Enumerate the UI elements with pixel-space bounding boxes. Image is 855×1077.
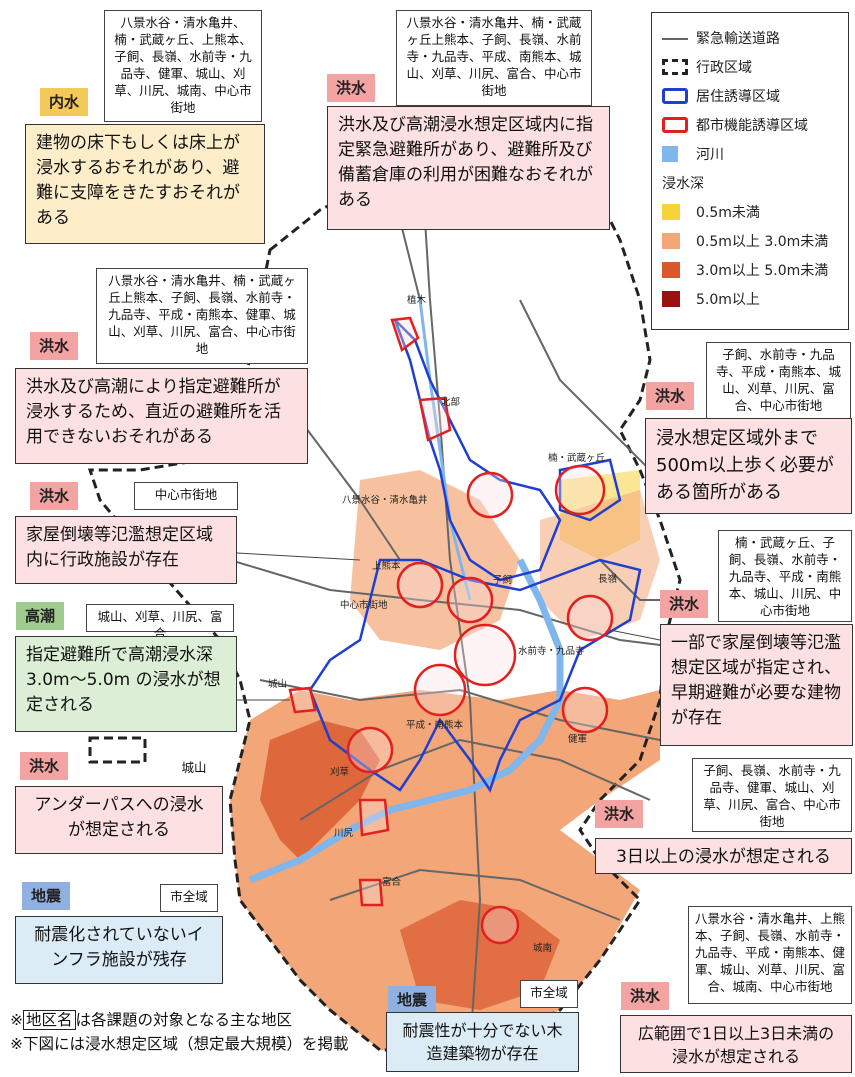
issue-tag-c12: 洪水	[621, 982, 670, 1010]
issue-tag-c11: 地震	[388, 986, 437, 1014]
affected-areas-c11: 市全域	[520, 980, 578, 1008]
issue-box-c9: 3日以上の浸水が想定される	[595, 838, 852, 874]
residential-area-icon	[662, 87, 688, 104]
legend-row-depth-4: 5.0m以上	[662, 284, 838, 313]
river-icon	[662, 145, 678, 162]
issue-tag-c4: 洪水	[646, 382, 695, 410]
emergency-roads	[229, 139, 701, 1051]
footnote-boxed-term: 地区名	[23, 1010, 76, 1030]
map-label-kitabu: 北部	[441, 397, 461, 408]
legend-depth-label: 0.5m未満	[696, 204, 760, 221]
issue-tag-c2: 洪水	[327, 74, 376, 102]
river-2	[418, 299, 472, 601]
footnote-text-1: は各課題の対象となる主な地区	[75, 1011, 293, 1029]
issue-box-c7: 指定避難所で高潮浸水深 3.0m～5.0m の浸水が想定される	[15, 636, 237, 732]
affected-areas-c10: 市全域	[160, 884, 218, 912]
legend-road-label: 緊急輸送道路	[696, 30, 780, 47]
issue-tag-c8: 洪水	[20, 752, 69, 780]
issue-box-c4: 浸水想定区域外まで500m以上歩く必要がある箇所がある	[645, 418, 852, 514]
issue-box-c8: アンダーパスへの浸水が想定される	[15, 786, 223, 854]
depth-swatch-icon	[662, 261, 680, 278]
legend-urban-label: 都市機能誘導区域	[696, 117, 808, 134]
depth-swatch-icon	[662, 232, 680, 249]
map-label-joyama: 城山	[268, 679, 288, 690]
footnote-line-1: ※地区名は各課題の対象となる主な地区	[10, 1008, 380, 1032]
legend-row-depth-2: 0.5m以上 3.0m未満	[662, 226, 838, 255]
footnote-line-2: ※下図には浸水想定区域（想定最大規模）を掲載	[10, 1035, 349, 1053]
map-label-jonan: 城南	[533, 943, 553, 954]
legend-river-label: 河川	[696, 146, 724, 163]
map-label-heisei: 平成・南熊本	[406, 720, 464, 731]
affected-areas-c7: 城山、刈草、川尻、富合	[86, 604, 234, 641]
issue-box-c2: 洪水及び高潮浸水想定区域内に指定緊急避難所があり、避難所及び備蓄倉庫の利用が困難…	[327, 106, 610, 230]
affected-areas-c3: 八景水谷・清水亀井、楠・武蔵ヶ丘上熊本、子飼、長嶺、水前寺・九品寺、平成・南熊本…	[96, 268, 308, 364]
issue-tag-c6: 洪水	[660, 590, 709, 618]
river	[248, 558, 564, 884]
map-label-karikusa: 刈草	[330, 767, 350, 778]
legend-row-depth-1: 0.5m未満	[662, 197, 838, 226]
legend-depth-title: 浸水深	[662, 175, 704, 192]
issue-box-c1: 建物の床下もしくは床上が浸水するおそれがあり、避難に支障をきたすおそれがある	[25, 124, 265, 244]
issue-tag-c3: 洪水	[30, 332, 79, 360]
issue-box-c10: 耐震化されていないインフラ施設が残存	[15, 916, 223, 984]
map-label-hakkei: 八景水谷・清水亀井	[342, 495, 428, 506]
issue-box-c5: 家屋倒壊等氾濫想定区域内に行政施設が存在	[15, 516, 237, 584]
legend-admin-label: 行政区域	[696, 59, 752, 76]
admin-boundary-islet	[88, 736, 147, 764]
map-label-suizenji: 水前寺・九品寺	[518, 646, 585, 657]
issue-tag-c9: 洪水	[595, 800, 644, 828]
depth-swatch-icon	[662, 203, 680, 220]
map-label-nagamine: 長嶺	[598, 574, 618, 585]
issue-box-c6: 一部で家屋倒壊等氾濫想定区域が指定され、早期避難が必要な建物が存在	[660, 624, 853, 746]
issue-tag-c10: 地震	[22, 882, 71, 910]
map-label-chushin: 中心市街地	[340, 600, 388, 611]
issue-tag-c5: 洪水	[30, 482, 79, 510]
affected-areas-c12: 八景水谷・清水亀井、上熊本、子飼、長嶺、水前寺・九品寺、平成・南熊本、健軍、城山…	[688, 906, 852, 1004]
affected-areas-c2: 八景水谷・清水亀井、楠・武蔵ヶ丘上熊本、子飼、長嶺、水前寺・九品寺、平成、南熊本…	[396, 10, 592, 106]
affected-areas-c8: 城山	[168, 756, 220, 782]
map-label-ueki: 植木	[407, 295, 427, 306]
footnote: ※地区名は各課題の対象となる主な地区 ※下図には浸水想定区域（想定最大規模）を掲…	[10, 1008, 380, 1056]
issue-box-c11: 耐震性が十分でない木造建築物が存在	[386, 1012, 579, 1072]
issue-tag-c1: 内水	[40, 88, 89, 116]
legend-row-river: 河川	[662, 139, 838, 168]
legend-depth-label: 5.0m以上	[696, 291, 760, 308]
legend-row-road: 緊急輸送道路	[662, 23, 838, 52]
affected-areas-c6: 楠・武蔵ヶ丘、子飼、長嶺、水前寺・九品寺、平成・南熊本、城山、川尻、中心市街地	[718, 530, 852, 622]
legend-residential-label: 居住誘導区域	[696, 88, 780, 105]
map-label-kawashiri: 川尻	[334, 828, 354, 839]
legend-row-urban: 都市機能誘導区域	[662, 110, 838, 139]
legend-depth-label: 0.5m以上 3.0m未満	[696, 233, 829, 250]
affected-areas-c9: 子飼、長嶺、水前寺・九品寺、健軍、城山、刈草、川尻、富合、中心市街地	[692, 758, 852, 832]
urban-area-icon	[662, 116, 688, 133]
map-label-kengun: 健軍	[568, 734, 588, 745]
map-legend: 緊急輸送道路 行政区域 居住誘導区域 都市機能誘導区域 河川 浸水深 0.5m未…	[651, 12, 849, 330]
legend-depth-label: 3.0m以上 5.0m未満	[696, 262, 829, 279]
road-line-icon	[662, 37, 688, 40]
affected-areas-c1: 八景水谷・清水亀井、楠・武蔵ヶ丘、上熊本、子飼、長嶺、水前寺・九品寺、健軍、城山…	[104, 10, 262, 122]
inundation-area-river-band	[540, 490, 660, 640]
map-label-kokai: 子飼	[493, 575, 513, 586]
footnote-mark: ※	[10, 1011, 23, 1029]
issue-box-c12: 広範囲で1日以上3日未満の浸水が想定される	[620, 1015, 852, 1073]
affected-areas-c4: 子飼、水前寺・九品寺、平成・南熊本、城山、刈草、川尻、富合、中心市街地	[706, 342, 851, 420]
legend-row-depth-3: 3.0m以上 5.0m未満	[662, 255, 838, 284]
issue-tag-c7: 高潮	[16, 602, 65, 630]
affected-areas-c5: 中心市街地	[134, 482, 238, 510]
legend-row-admin: 行政区域	[662, 52, 838, 81]
admin-boundary-icon	[662, 58, 688, 75]
map-label-kamikumamoto: 上熊本	[372, 561, 401, 572]
issue-box-c3: 洪水及び高潮により指定避難所が浸水するため、直近の避難所を活用できないおそれがあ…	[15, 368, 308, 464]
map-label-kusunoki: 楠・武蔵ヶ丘	[548, 453, 606, 464]
urban-areas	[288, 316, 614, 945]
legend-row-residential: 居住誘導区域	[662, 81, 838, 110]
map-label-tomiai: 富合	[382, 877, 402, 888]
depth-swatch-icon	[662, 290, 680, 307]
